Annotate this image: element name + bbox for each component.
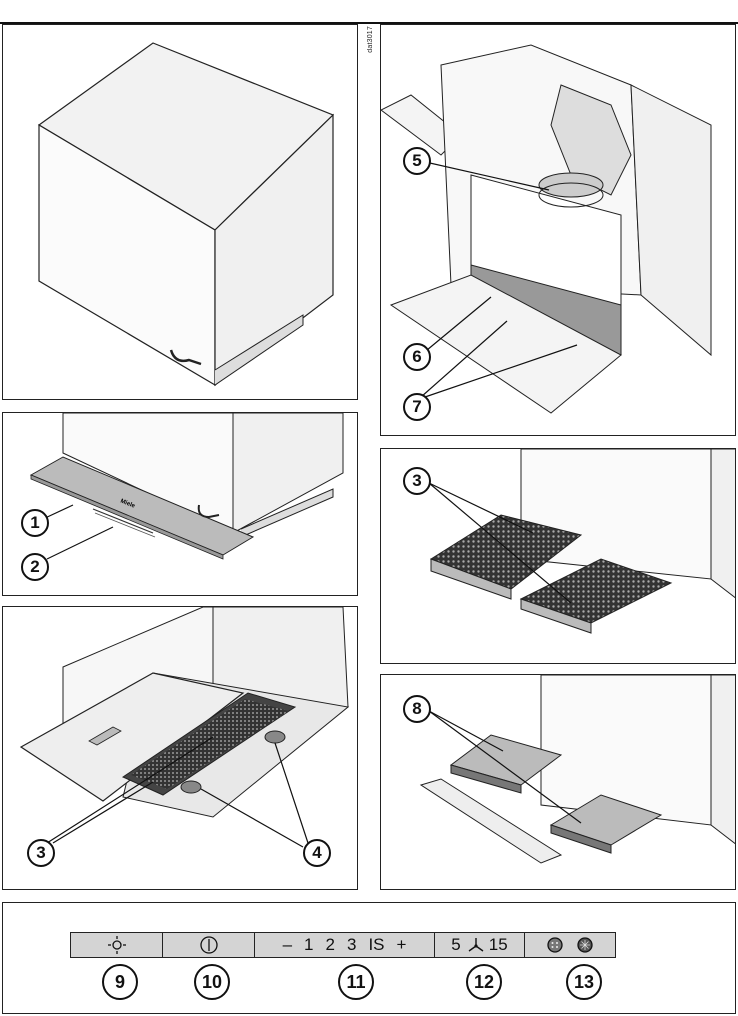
drawing-code: dat3017	[367, 26, 374, 53]
callout-3-right: 3	[403, 467, 431, 495]
callout-7: 7	[403, 393, 431, 421]
panel-hood-front: Miele 1 2	[2, 412, 358, 596]
filter-icon	[547, 937, 563, 953]
power-icon	[199, 936, 218, 954]
callout-3-left: 3	[27, 839, 55, 867]
callout-2: 2	[21, 553, 49, 581]
fan-level-intensive[interactable]: IS	[368, 935, 385, 954]
callout-9: 9	[102, 964, 138, 1000]
run-on-5: 5	[451, 935, 461, 954]
callout-12: 12	[466, 964, 502, 1000]
light-button[interactable]	[71, 933, 163, 957]
panel-cabinet-closed	[2, 24, 358, 400]
hood-open-drawing	[19, 607, 350, 848]
fan-icon	[468, 938, 484, 952]
run-on-15: 15	[488, 935, 508, 954]
light-icon	[107, 936, 126, 954]
panel-charcoal-filters: 3	[380, 448, 736, 664]
header-rule	[0, 22, 738, 24]
callout-6: 6	[403, 343, 431, 371]
fan-level-1[interactable]: 1	[304, 935, 314, 954]
fan-level-2[interactable]: 2	[325, 935, 335, 954]
callout-8: 8	[403, 695, 431, 723]
panel-replacement-filters: 8	[380, 674, 736, 890]
callout-11: 11	[338, 964, 374, 1000]
callout-4: 4	[303, 839, 331, 867]
cabinet-closed-drawing	[37, 42, 335, 387]
power-button[interactable]	[163, 933, 255, 957]
callout-1: 1	[21, 509, 49, 537]
panel-hood-open: 3 4	[2, 606, 358, 890]
fan-minus-button[interactable]: –	[282, 935, 293, 954]
control-panel: – 1 2 3 IS + 5 15	[70, 932, 616, 958]
filter-icon	[577, 937, 593, 953]
duct-install-drawing	[381, 44, 712, 414]
panel-duct-install: 5 6 7	[380, 24, 736, 436]
hood-front-drawing	[29, 413, 344, 560]
charcoal-filters-drawing	[428, 449, 735, 634]
filter-indicators	[525, 933, 615, 957]
run-on-timer[interactable]: 5 15	[435, 933, 525, 957]
callout-10: 10	[194, 964, 230, 1000]
fan-level-3[interactable]: 3	[346, 935, 357, 954]
callout-5: 5	[403, 147, 431, 175]
fan-speed-controls[interactable]: – 1 2 3 IS +	[255, 933, 435, 957]
callout-13: 13	[566, 964, 602, 1000]
fan-plus-button[interactable]: +	[396, 935, 407, 954]
replacement-filters-drawing	[419, 675, 735, 864]
